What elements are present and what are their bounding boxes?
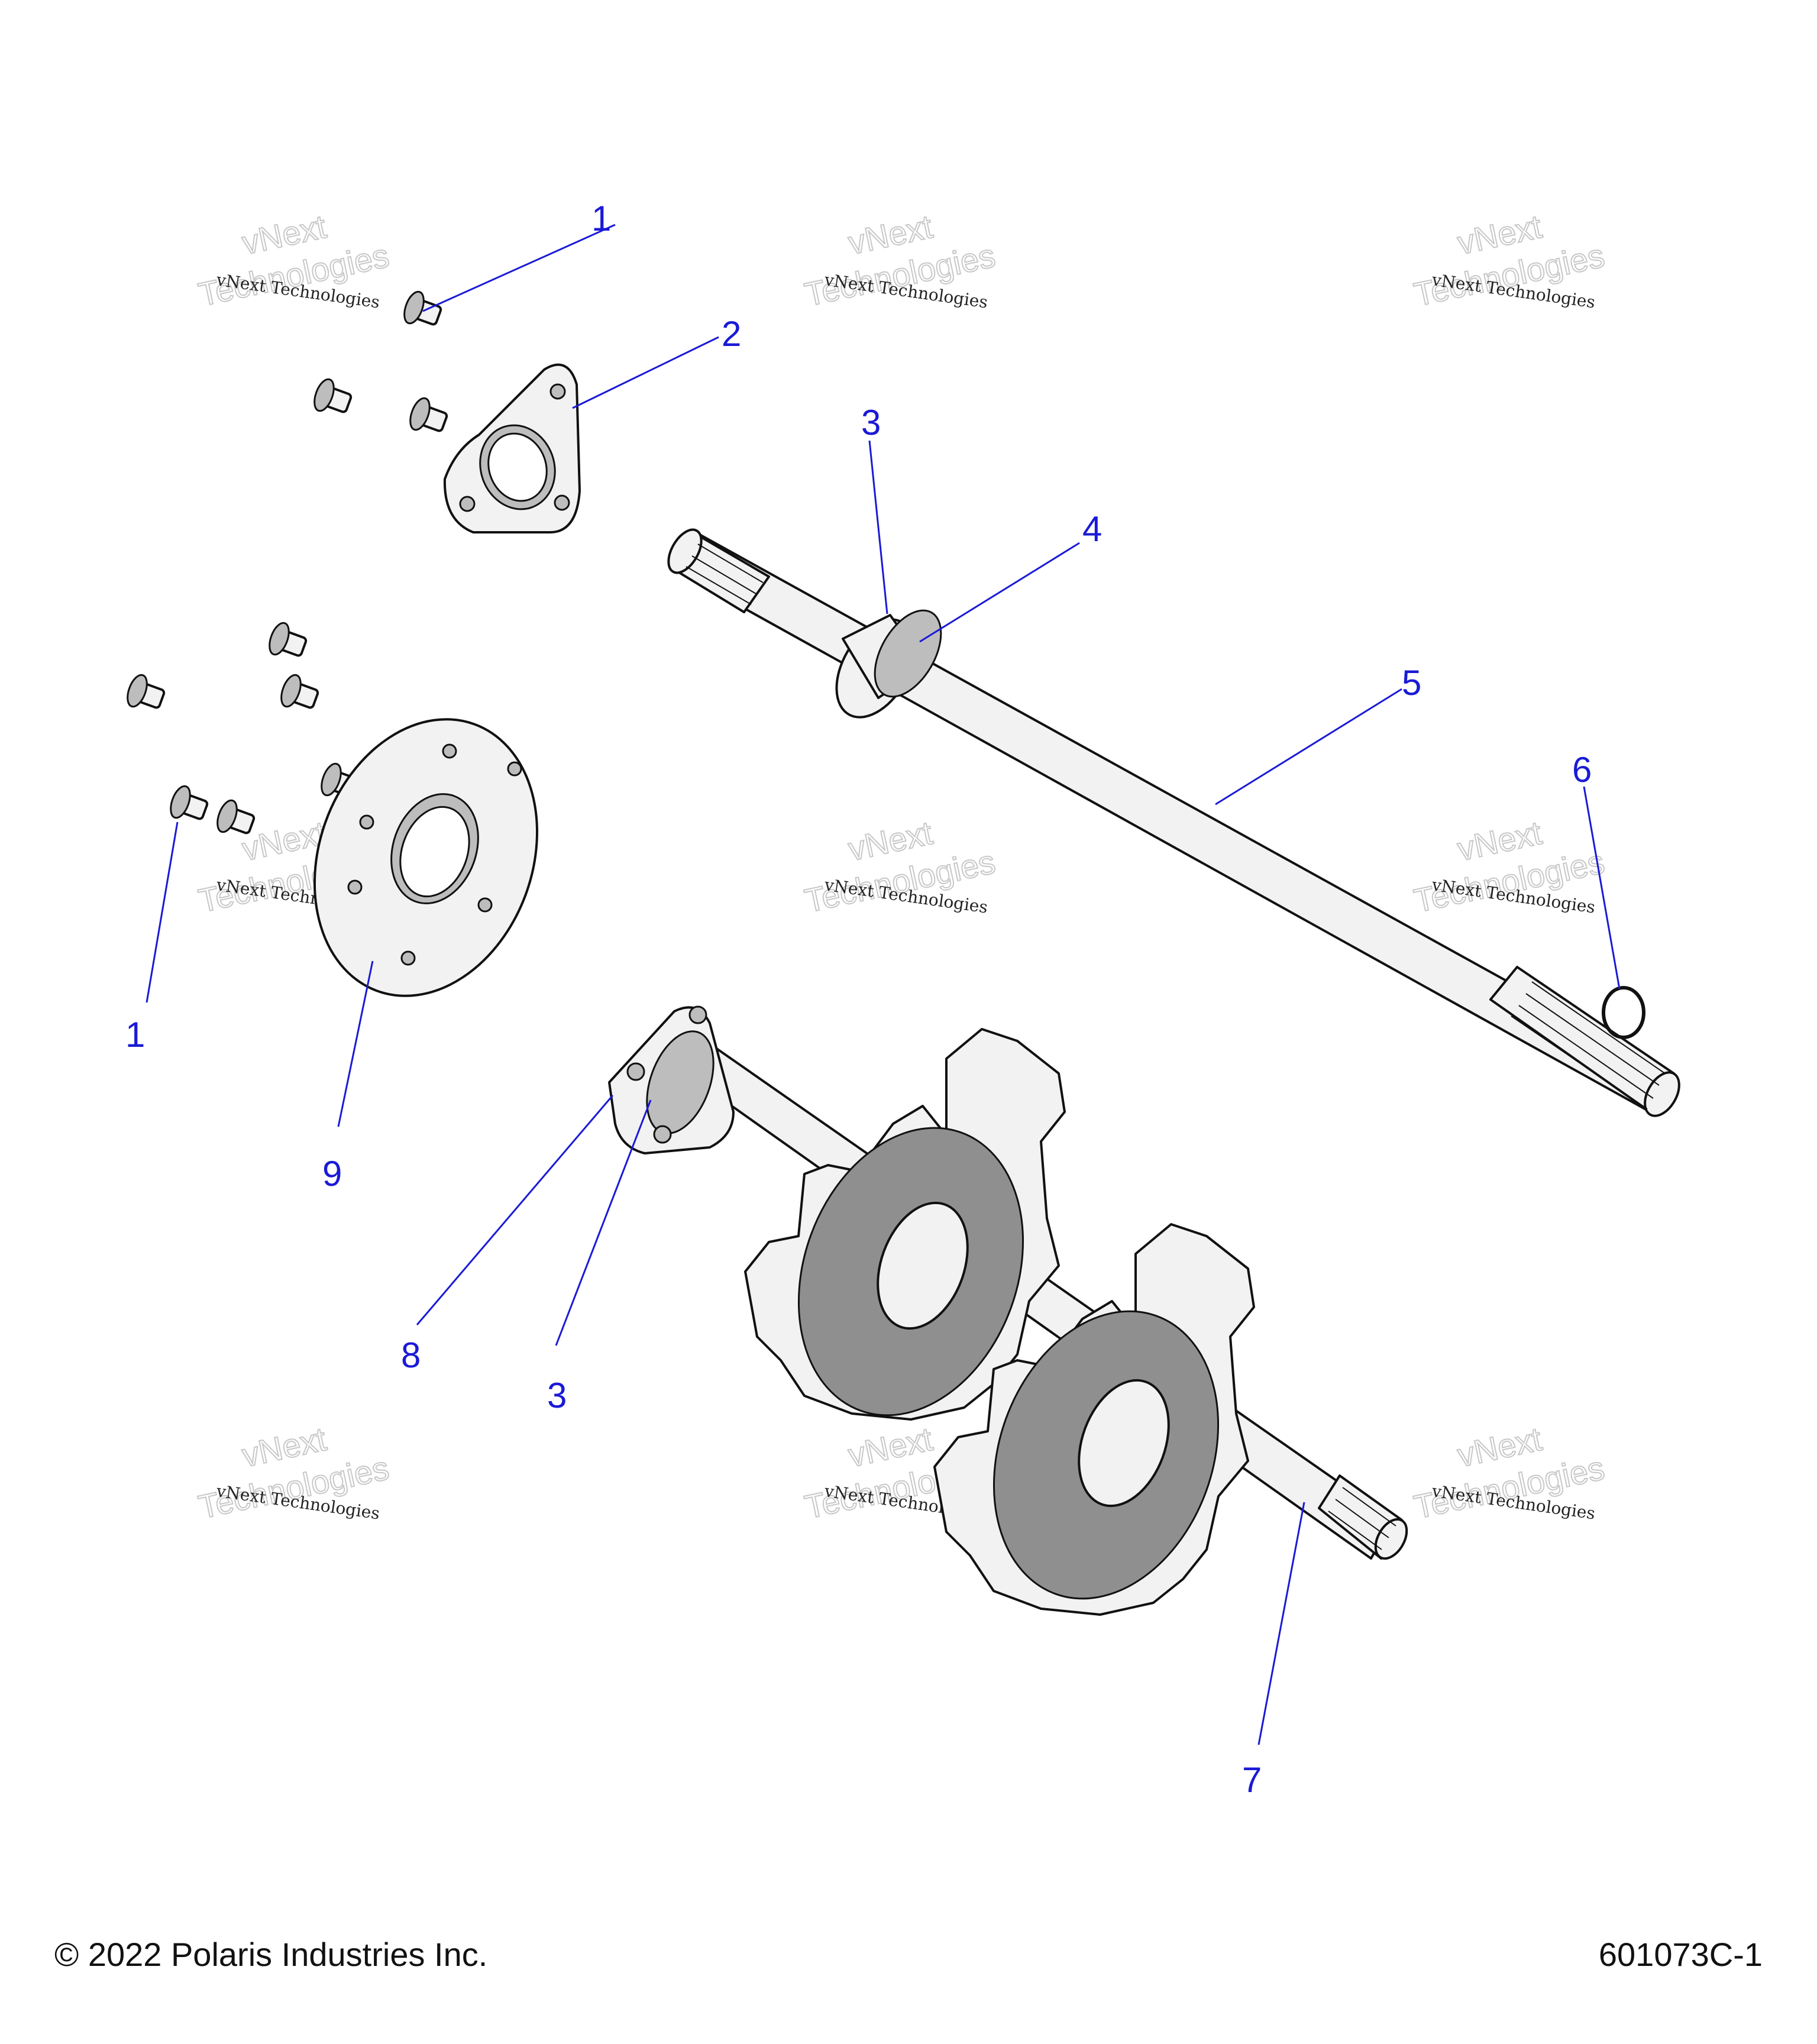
leader-line-6 xyxy=(1583,786,1621,989)
bolt xyxy=(216,799,256,835)
copyright-text: © 2022 Polaris Industries Inc. xyxy=(54,1936,488,1973)
sprocket-left xyxy=(744,1028,1066,1421)
leader-line-5 xyxy=(1215,688,1402,806)
leader-line-4 xyxy=(919,542,1080,643)
leader-line-1b xyxy=(146,822,179,1003)
bolt xyxy=(170,785,209,820)
sprocket-right xyxy=(933,1223,1255,1616)
leader-line-3a xyxy=(868,440,888,615)
bolt xyxy=(403,290,442,326)
leader-line-8 xyxy=(416,1095,614,1325)
leader-line-7 xyxy=(1257,1502,1305,1745)
lower-drive-shaft xyxy=(608,1005,1408,1616)
lower-spline xyxy=(1318,1474,1408,1560)
bearing xyxy=(835,609,942,719)
leader-line-1a xyxy=(422,224,616,312)
callout-8[interactable]: 8 xyxy=(401,1335,421,1375)
callout-4[interactable]: 4 xyxy=(1082,509,1102,549)
leader-lines xyxy=(146,224,1621,1745)
callout-9[interactable]: 9 xyxy=(322,1154,342,1194)
bolt xyxy=(313,378,353,413)
callout-1-lower[interactable]: 1 xyxy=(125,1015,145,1055)
triangular-flange-plate xyxy=(443,363,581,533)
bearing-flange xyxy=(608,1005,735,1154)
retaining-ring xyxy=(1602,986,1645,1039)
diagram-code: 601073C-1 xyxy=(1598,1936,1763,1973)
leader-line-2 xyxy=(572,336,719,409)
callout-3-lower[interactable]: 3 xyxy=(547,1376,567,1415)
bolt xyxy=(269,622,308,657)
round-flange-plate xyxy=(313,718,539,997)
callout-3[interactable]: 3 xyxy=(861,403,881,442)
bolt xyxy=(409,397,448,432)
callout-5[interactable]: 5 xyxy=(1402,663,1421,703)
callouts: 1 2 3 4 5 6 1 9 8 3 7 xyxy=(125,199,1592,1800)
leader-line-3b xyxy=(555,1099,652,1346)
spline-right xyxy=(1489,966,1680,1117)
bolt xyxy=(280,674,319,709)
callout-1[interactable]: 1 xyxy=(591,199,611,238)
bolt xyxy=(127,674,166,709)
upper-drive-shaft xyxy=(667,528,1680,1117)
callout-6[interactable]: 6 xyxy=(1572,750,1592,790)
callout-7[interactable]: 7 xyxy=(1242,1760,1262,1800)
callout-2[interactable]: 2 xyxy=(722,314,741,354)
spline-left xyxy=(667,528,770,613)
leader-line-9 xyxy=(337,960,374,1127)
